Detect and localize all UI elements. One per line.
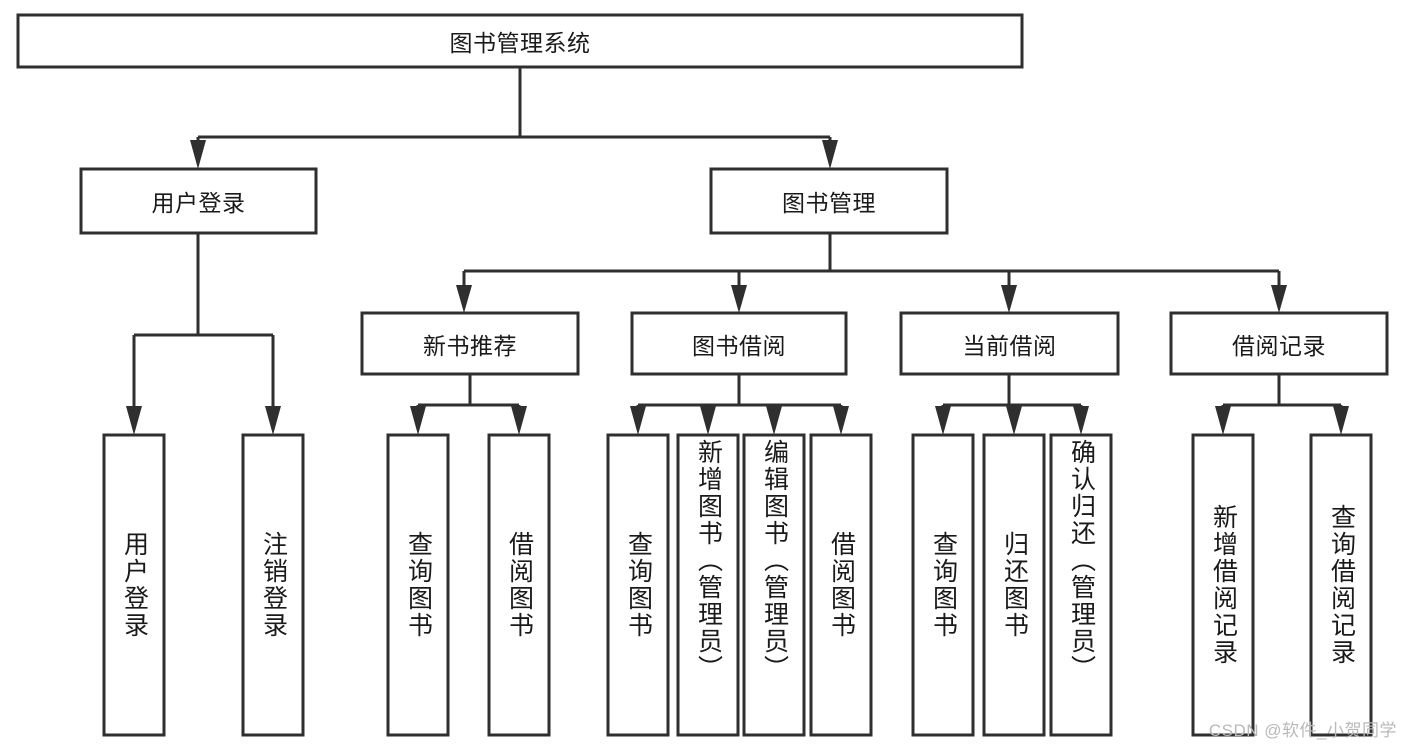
node-box-current-borrow[interactable] (899, 311, 1120, 376)
node-box-leaf-return-book[interactable] (982, 433, 1046, 737)
connector-group-borrow-records (1215, 374, 1349, 435)
arrowhead-leaf-borrow-book (833, 406, 849, 435)
node-box-borrow-records[interactable] (1169, 311, 1389, 376)
node-box-leaf-query-book-rec[interactable] (386, 433, 450, 737)
node-box-leaf-borrow-book[interactable] (809, 433, 873, 737)
arrowhead-leaf-logout (265, 406, 281, 435)
node-box-book-management[interactable] (709, 167, 949, 235)
node-box-leaf-query-book-borrow[interactable] (606, 433, 670, 737)
connector-group-current-borrow (935, 374, 1089, 435)
node-box-leaf-query-borrow-record[interactable] (1309, 433, 1373, 737)
connector-group-user-login (126, 233, 281, 435)
node-box-leaf-logout[interactable] (241, 433, 305, 737)
arrowhead-leaf-edit-book (766, 406, 782, 435)
arrowhead-book-borrow (731, 285, 747, 313)
arrowhead-leaf-add-book (700, 406, 716, 435)
arrowhead-leaf-query-book-rec (410, 406, 426, 435)
node-box-leaf-user-login[interactable] (102, 433, 166, 737)
arrowhead-new-book-recommend (456, 285, 472, 313)
node-box-book-borrow[interactable] (630, 311, 848, 376)
node-box-new-book-recommend[interactable] (360, 311, 580, 376)
node-box-leaf-confirm-return[interactable] (1049, 433, 1113, 737)
node-box-root[interactable] (16, 13, 1024, 69)
node-box-leaf-edit-book[interactable] (742, 433, 806, 737)
node-box-leaf-borrow-book-rec[interactable] (487, 433, 551, 737)
node-box-user-login[interactable] (79, 167, 318, 235)
node-box-leaf-query-book-current[interactable] (911, 433, 975, 737)
connector-group-new-book-recommend (410, 374, 527, 435)
connector-group-book-management (456, 233, 1287, 313)
connector-group-root (190, 67, 838, 169)
arrowhead-user-login (190, 140, 206, 169)
arrowhead-leaf-user-login (126, 406, 142, 435)
arrowhead-leaf-confirm-return (1073, 406, 1089, 435)
arrowhead-leaf-return-book (1006, 406, 1022, 435)
arrowhead-book-management (822, 140, 838, 169)
arrowhead-leaf-query-book-current (935, 406, 951, 435)
watermark-text: CSDN @软件_小贺同学 (1208, 721, 1397, 740)
node-box-leaf-add-borrow-record[interactable] (1191, 433, 1255, 737)
arrowhead-current-borrow (1001, 285, 1017, 313)
arrowhead-borrow-records (1271, 285, 1287, 313)
arrowhead-leaf-borrow-book-rec (511, 406, 527, 435)
connector-group-book-borrow (630, 374, 849, 435)
node-box-leaf-add-book[interactable] (676, 433, 740, 737)
arrowhead-leaf-add-borrow-record (1215, 406, 1231, 435)
arrowhead-leaf-query-book-borrow (630, 406, 646, 435)
arrowhead-leaf-query-borrow-record (1333, 406, 1349, 435)
